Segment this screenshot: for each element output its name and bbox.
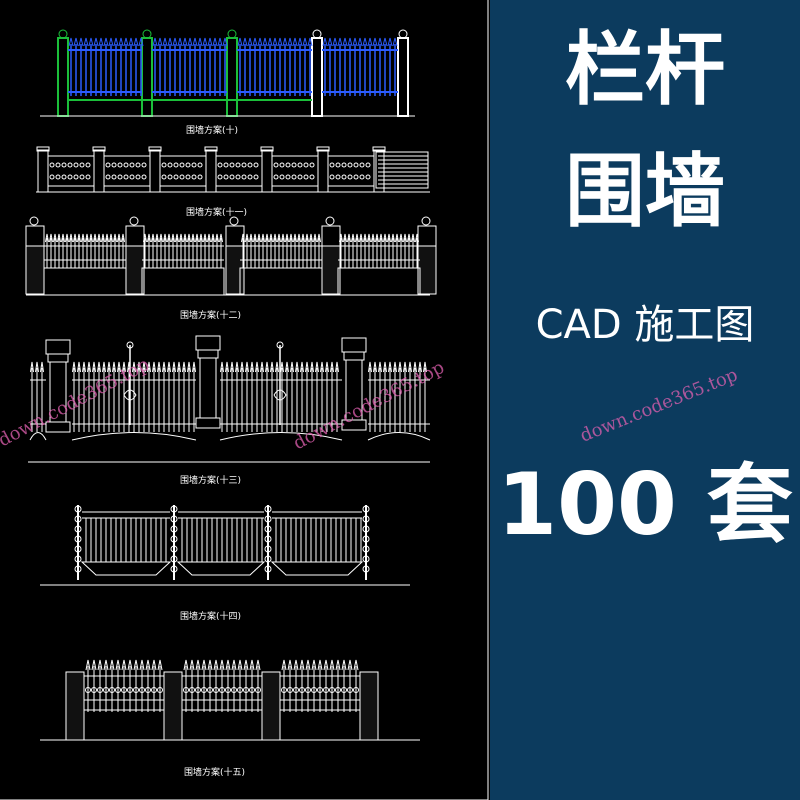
subtitle: CAD 施工图: [535, 302, 755, 348]
caption-fence-12: 围墙方案(十二): [180, 311, 242, 321]
cad-drawing-area: 围墙方案(十) 围墙方案(十一) 围墙方案(十二) 围墙方案(十三) 围墙方案(…: [0, 0, 490, 800]
caption-fence-13: 围墙方案(十三): [180, 476, 242, 486]
set-count: 100 套: [497, 455, 793, 555]
title-line-1: 栏杆: [565, 23, 725, 116]
title-line-2: 围墙: [565, 145, 725, 238]
caption-fence-14: 围墙方案(十四): [180, 612, 242, 622]
title-panel: 栏杆 围墙 CAD 施工图 100 套: [490, 0, 800, 800]
caption-fence-10: 围墙方案(十): [186, 126, 239, 136]
caption-fence-11: 围墙方案(十一): [186, 208, 248, 218]
fence-drawings: [0, 0, 489, 800]
caption-fence-15: 围墙方案(十五): [184, 768, 246, 778]
